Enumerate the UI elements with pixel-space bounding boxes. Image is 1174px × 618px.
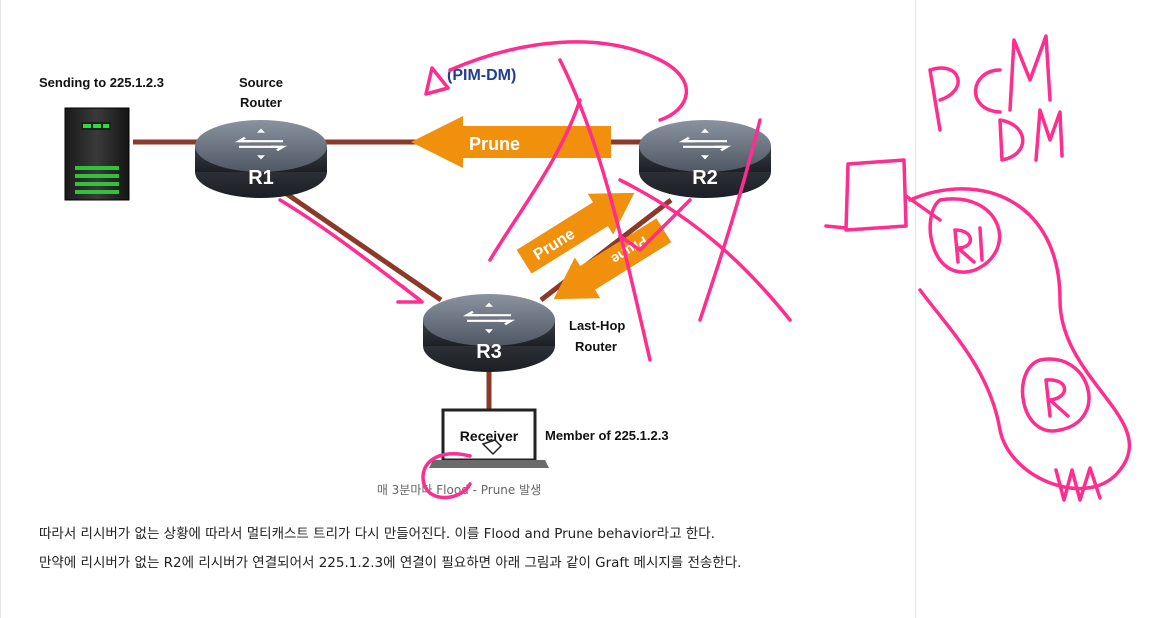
diagram-title: (PIM-DM) [447,67,516,84]
router-r2: R2 [639,120,771,198]
annotation-pane [916,0,1174,618]
paragraph-line: 만약에 리시버가 없는 R2에 리시버가 연결되어서 225.1.2.3에 연결… [39,555,742,571]
router-name-r3: R3 [476,341,502,363]
link-r1-r3 [279,187,443,303]
router-name-r1: R1 [248,167,274,189]
source-router-label-line2: Router [240,95,282,110]
paragraph-line: 따라서 리시버가 없는 상황에 따라서 멀티캐스트 트리가 다시 만들어진다. … [39,526,715,542]
receiver-laptop-icon: Receiver [429,408,549,468]
router-r3: R3 [423,294,555,372]
article-body: 따라서 리시버가 없는 상황에 따라서 멀티캐스트 트리가 다시 만들어진다. … [39,520,899,578]
server-icon [64,107,130,201]
cursor-hand-icon [481,439,503,456]
figure-caption: 매 3분마다 Flood - Prune 발생 [376,483,542,497]
prune-arrow-r2-r1: Prune [411,116,611,168]
member-label: Member of 225.1.2.3 [545,428,669,443]
receiver-label: Receiver [460,428,519,444]
lasthop-router-label-line1: Last-Hop [569,318,625,333]
source-router-label-line1: Source [239,75,283,90]
article-pane: Sending to 225.1.2.3 Prune Prune Prune R… [0,0,916,618]
pim-dm-diagram: Sending to 225.1.2.3 Prune Prune Prune R… [39,67,771,468]
router-name-r2: R2 [692,167,718,189]
router-r1: R1 [195,120,327,198]
prune-label-1: Prune [469,134,520,154]
sender-label: Sending to 225.1.2.3 [39,75,164,90]
lasthop-router-label-line2: Router [575,339,617,354]
